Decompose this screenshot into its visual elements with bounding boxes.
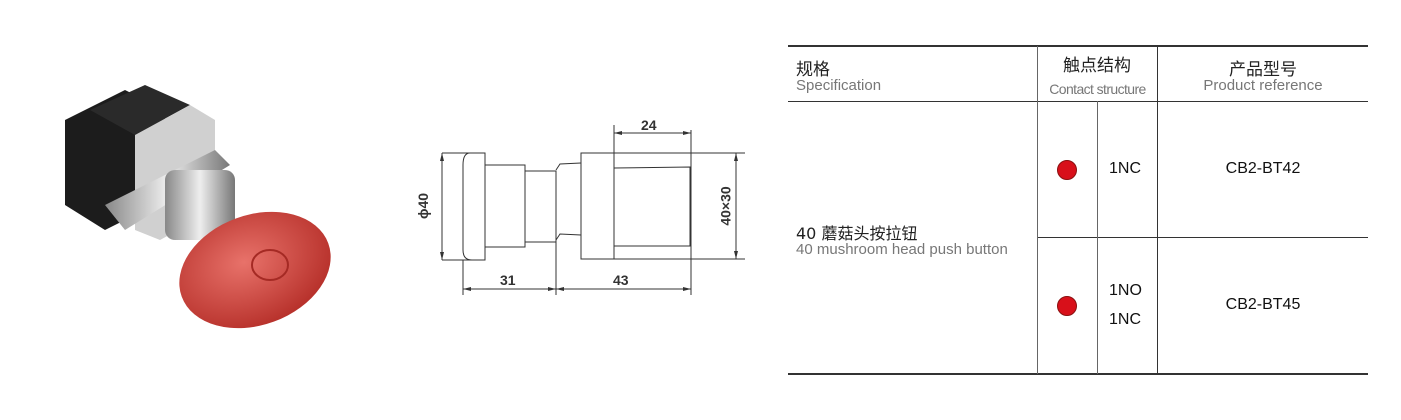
header-contact-en: Contact structure xyxy=(1049,81,1146,97)
contact-dot-icon xyxy=(1057,160,1077,180)
contact-dot-icon xyxy=(1057,296,1077,316)
spec-zh: 40 蘑菇头按拉钮 xyxy=(796,224,918,243)
dim-width-top: 24 xyxy=(641,117,657,133)
dim-length-head: 31 xyxy=(500,272,516,288)
product-photo xyxy=(65,85,331,329)
dim-height: 40×30 xyxy=(717,186,734,226)
contact-type: 1NO xyxy=(1109,282,1142,299)
contact-type: 1NC xyxy=(1109,160,1142,177)
contact-type: 1NC xyxy=(1109,311,1142,328)
spec-en: 40 mushroom head push button xyxy=(796,241,1008,258)
header-reference-zh: 产品型号 xyxy=(1229,60,1297,80)
dim-length-body: 43 xyxy=(613,272,629,288)
product-reference: CB2-BT42 xyxy=(1225,160,1301,177)
product-reference: CB2-BT45 xyxy=(1225,296,1301,313)
dim-diameter: ϕ40 xyxy=(415,192,432,220)
dimension-drawing xyxy=(440,125,745,295)
header-spec-en: Specification xyxy=(796,77,882,94)
header-contact-zh: 触点结构 xyxy=(1063,56,1131,76)
header-spec-zh: 规格 xyxy=(796,60,830,80)
header-reference-en: Product reference xyxy=(1203,77,1323,94)
